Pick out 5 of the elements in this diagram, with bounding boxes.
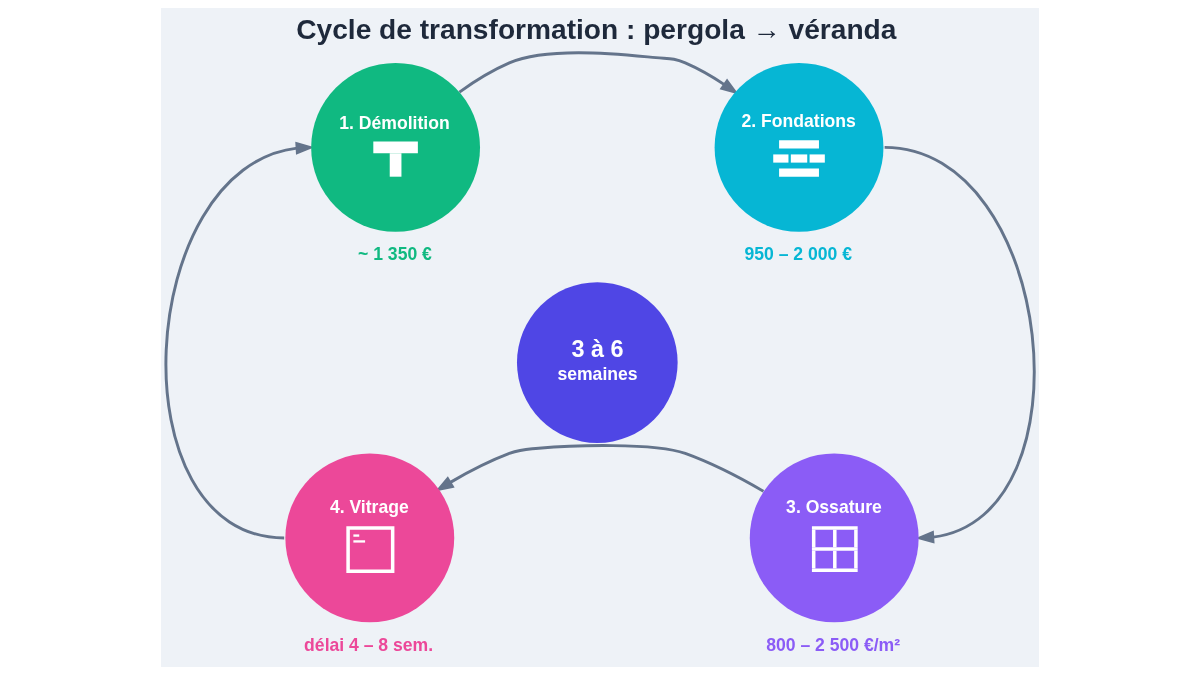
node-label: 800 – 2 500 €/m² bbox=[766, 634, 901, 655]
node-label: délai 4 – 8 sem. bbox=[304, 634, 434, 655]
diagram-title: Cycle de transformation : pergola → véranda bbox=[296, 13, 897, 45]
node-label: 950 – 2 000 € bbox=[744, 243, 853, 264]
node-label: ~ 1 350 € bbox=[358, 243, 432, 264]
